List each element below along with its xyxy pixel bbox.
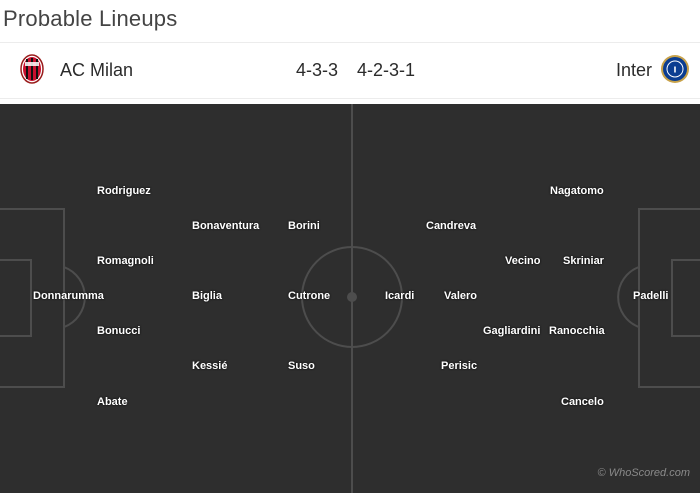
inter-crest-icon: I — [661, 55, 689, 83]
player-away-perisic[interactable]: Perisic — [441, 360, 478, 372]
player-away-ranocchia[interactable]: Ranocchia — [549, 325, 605, 337]
player-home-abate[interactable]: Abate — [97, 396, 128, 408]
home-team-name: AC Milan — [60, 60, 134, 80]
page-title: Probable Lineups — [3, 6, 178, 31]
player-away-candreva[interactable]: Candreva — [426, 220, 477, 232]
player-away-padelli[interactable]: Padelli — [633, 290, 669, 302]
player-away-skriniar[interactable]: Skriniar — [563, 255, 604, 267]
ac-milan-crest-icon — [20, 54, 44, 84]
away-formation: 4-2-3-1 — [357, 60, 416, 80]
player-away-icardi[interactable]: Icardi — [385, 290, 415, 302]
player-away-gagliardini[interactable]: Gagliardini — [483, 325, 541, 337]
player-away-vecino[interactable]: Vecino — [505, 255, 541, 267]
player-home-borini[interactable]: Borini — [288, 220, 320, 232]
pitch-markings — [0, 104, 700, 493]
player-home-cutrone[interactable]: Cutrone — [288, 290, 331, 302]
player-away-valero[interactable]: Valero — [444, 290, 478, 302]
player-home-bonaventura[interactable]: Bonaventura — [192, 220, 260, 232]
player-away-nagatomo[interactable]: Nagatomo — [550, 185, 604, 197]
home-formation: 4-3-3 — [296, 60, 339, 80]
away-team-name: Inter — [615, 60, 652, 80]
pitch: Rodriguez Bonaventura Borini Romagnoli D… — [0, 104, 700, 493]
svg-text:I: I — [674, 66, 677, 75]
player-home-suso[interactable]: Suso — [288, 360, 315, 372]
player-away-cancelo[interactable]: Cancelo — [561, 396, 604, 408]
player-home-biglia[interactable]: Biglia — [192, 290, 222, 302]
player-home-romagnoli[interactable]: Romagnoli — [97, 255, 154, 267]
player-home-bonucci[interactable]: Bonucci — [97, 325, 141, 337]
player-home-kessie[interactable]: Kessié — [192, 360, 228, 372]
player-home-rodriguez[interactable]: Rodriguez — [97, 185, 151, 197]
player-home-donnarumma[interactable]: Donnarumma — [33, 290, 104, 302]
match-header: AC Milan 4-3-3 4-2-3-1 Inter I — [0, 42, 700, 99]
whoscored-credit: © WhoScored.com — [597, 467, 690, 479]
